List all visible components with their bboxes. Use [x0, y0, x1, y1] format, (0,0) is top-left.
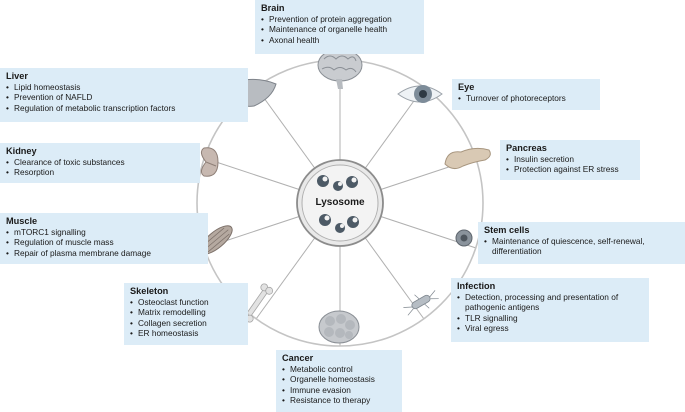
muscle-item: Regulation of muscle mass	[6, 237, 202, 248]
eye-item: Turnover of photoreceptors	[458, 93, 594, 104]
kidney-item: Resorption	[6, 167, 194, 178]
kidney-box: Kidney Clearance of toxic substances Res…	[0, 143, 200, 183]
cancer-item: Metabolic control	[282, 364, 396, 375]
cancer-title: Cancer	[282, 353, 314, 363]
muscle-box: Muscle mTORC1 signalling Regulation of m…	[0, 213, 208, 264]
stem-cells-box: Stem cells Maintenance of quiescence, se…	[478, 222, 685, 264]
brain-item: Maintenance of organelle health	[261, 24, 418, 35]
stem-cell-icon	[455, 229, 473, 247]
stem-cells-item: Maintenance of quiescence, self-renewal,…	[484, 236, 679, 257]
kidney-item: Clearance of toxic substances	[6, 157, 194, 168]
skeleton-item: ER homeostasis	[130, 328, 242, 339]
skeleton-box: Skeleton Osteoclast function Matrix remo…	[124, 283, 248, 345]
kidney-title: Kidney	[6, 146, 37, 156]
stem-cells-title: Stem cells	[484, 225, 530, 235]
skeleton-item: Matrix remodelling	[130, 307, 242, 318]
pancreas-item: Insulin secretion	[506, 154, 634, 165]
infection-box: Infection Detection, processing and pres…	[451, 278, 649, 342]
brain-item: Prevention of protein aggregation	[261, 14, 418, 25]
eye-box: Eye Turnover of photoreceptors	[452, 79, 600, 110]
infection-item: Viral egress	[457, 323, 643, 334]
kidney-icon	[200, 147, 219, 177]
muscle-title: Muscle	[6, 216, 38, 226]
pancreas-box: Pancreas Insulin secretion Protection ag…	[500, 140, 640, 180]
infection-item: TLR signalling	[457, 313, 643, 324]
cancer-item: Resistance to therapy	[282, 395, 396, 406]
skeleton-item: Collagen secretion	[130, 318, 242, 329]
pancreas-item: Protection against ER stress	[506, 164, 634, 175]
liver-item: Lipid homeostasis	[6, 82, 242, 93]
skeleton-item: Osteoclast function	[130, 297, 242, 308]
brain-box: Brain Prevention of protein aggregation …	[255, 0, 424, 54]
lysosome-cell	[296, 159, 384, 247]
lysosome-label: Lysosome	[315, 197, 365, 208]
cancer-item: Organelle homeostasis	[282, 374, 396, 385]
pancreas-icon	[444, 147, 491, 170]
brain-icon	[317, 48, 363, 89]
brain-title: Brain	[261, 3, 285, 13]
liver-title: Liver	[6, 71, 28, 81]
eye-title: Eye	[458, 82, 475, 92]
muscle-item: mTORC1 signalling	[6, 227, 202, 238]
tumour-icon	[318, 310, 360, 344]
liver-item: Regulation of metabolic transcription fa…	[6, 103, 242, 114]
cancer-box: Cancer Metabolic control Organelle homeo…	[276, 350, 402, 412]
liver-item: Prevention of NAFLD	[6, 92, 242, 103]
skeleton-title: Skeleton	[130, 286, 169, 296]
brain-item: Axonal health	[261, 35, 418, 46]
eye-icon	[397, 85, 443, 103]
infection-item: Detection, processing and presentation o…	[457, 292, 643, 313]
liver-box: Liver Lipid homeostasis Prevention of NA…	[0, 68, 248, 122]
muscle-item: Repair of plasma membrane damage	[6, 248, 202, 259]
pancreas-title: Pancreas	[506, 143, 547, 153]
cancer-item: Immune evasion	[282, 385, 396, 396]
bacterium-icon	[403, 290, 439, 316]
infection-title: Infection	[457, 281, 496, 291]
